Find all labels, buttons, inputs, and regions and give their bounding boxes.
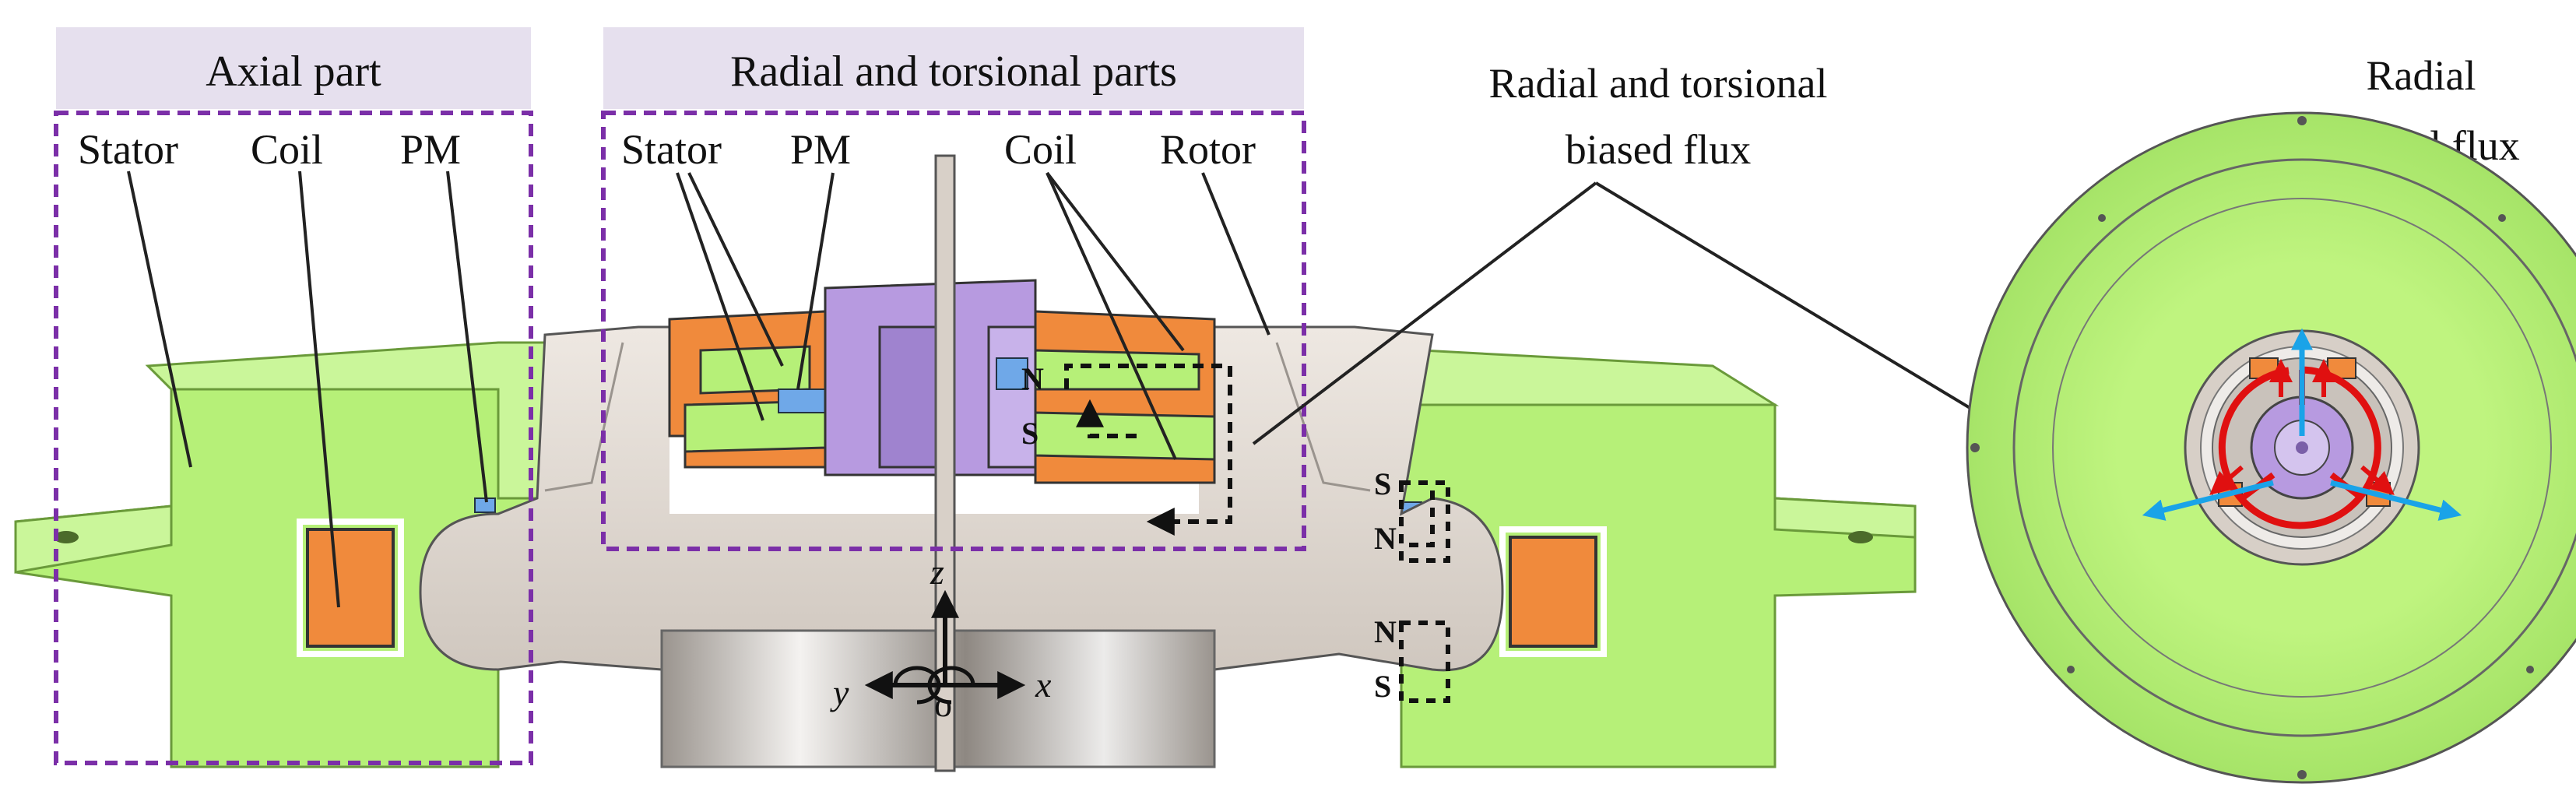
radial-torsional-header [603, 27, 1304, 109]
radial-torsional-frame [601, 111, 1306, 551]
label-biased-flux-1: Radial and torsional [1489, 60, 1828, 107]
axis-y: y [830, 673, 849, 712]
axial-coil-right [1509, 536, 1597, 648]
radial-torsional-assembly [668, 154, 1216, 772]
pole-inner-n: N [1021, 361, 1044, 396]
label-biased-flux-2: biased flux [1566, 126, 1751, 173]
label-pm-mid: PM [790, 126, 851, 173]
axial-part-header [56, 27, 531, 109]
axis-origin: o [934, 684, 952, 724]
label-stator-mid: Stator [621, 126, 722, 173]
label-pm-left: PM [400, 126, 461, 173]
label-control-flux-1: Radial [2367, 52, 2476, 99]
label-rotor: Rotor [1160, 126, 1256, 173]
pole-right-top-n: N [1374, 521, 1397, 556]
axial-stator-left [14, 341, 640, 768]
axis-x: x [1035, 665, 1052, 705]
axial-part-frame [54, 111, 533, 765]
label-coil-left: Coil [251, 126, 323, 173]
pm-mid-right [996, 357, 1028, 390]
pole-right-top-s: S [1374, 466, 1391, 501]
coordinate-axes: z y x o [830, 552, 1052, 724]
axial-coil-left [306, 528, 395, 648]
pole-inner-s: S [1021, 416, 1038, 451]
biased-flux-loop [1064, 364, 1450, 703]
control-flux-ring [2218, 366, 2381, 529]
control-flux-arrow-left [2142, 480, 2274, 521]
axis-z: z [930, 552, 944, 592]
control-flux-arrow-right [2330, 480, 2462, 521]
label-coil-mid: Coil [1004, 126, 1077, 173]
radial-torsional-title: Radial and torsional parts [730, 47, 1177, 96]
pm-mid-left [778, 388, 826, 413]
leader-lines [127, 171, 2438, 608]
label-stator-left: Stator [78, 126, 178, 173]
pole-right-bot-n: N [1374, 614, 1397, 649]
axial-part-title: Axial part [206, 47, 381, 96]
top-view-disc [1966, 111, 2576, 784]
pole-right-bot-s: S [1374, 669, 1391, 704]
